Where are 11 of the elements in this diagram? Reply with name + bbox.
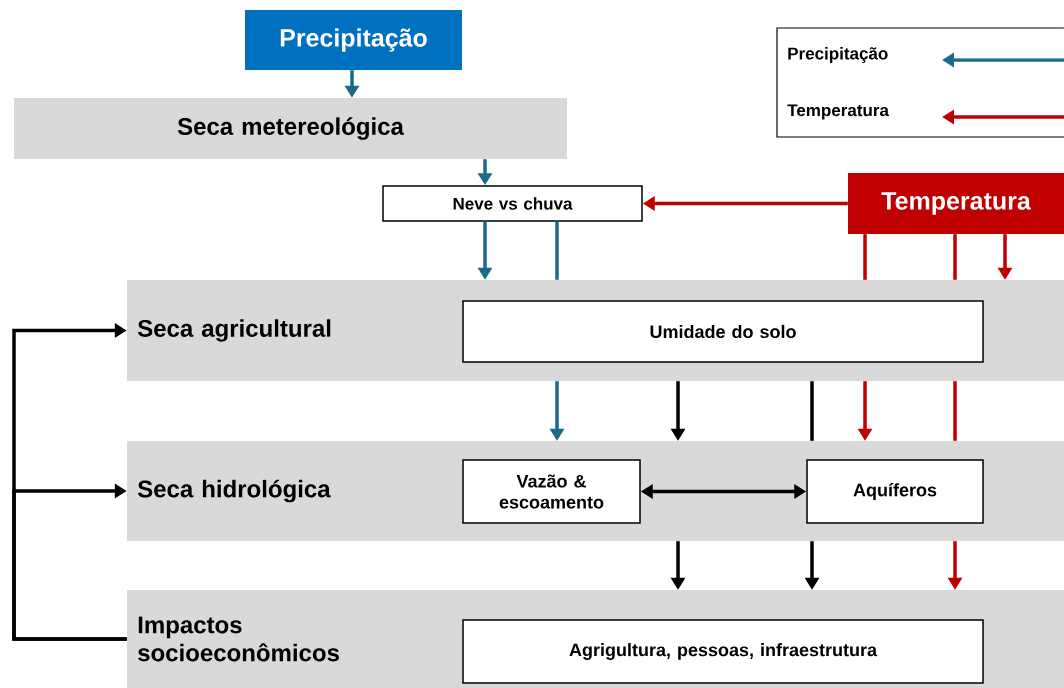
band: Seca metereológica	[14, 98, 567, 159]
arrow	[12, 483, 127, 641]
legend-label: Precipitação	[788, 47, 888, 63]
process-box: Neve vs chuva	[382, 185, 643, 222]
process-box: Vazão & escoamento	[462, 459, 641, 524]
legend-label: Temperatura	[787, 104, 890, 120]
process-box: Aquíferos	[806, 459, 984, 524]
process-box: Agrigultura, pessoas, infraestrutura	[462, 619, 984, 684]
process-box: Umidade do solo	[462, 300, 984, 363]
title-box: Precipitação	[245, 10, 462, 70]
title-box: Temperatura	[848, 173, 1064, 234]
